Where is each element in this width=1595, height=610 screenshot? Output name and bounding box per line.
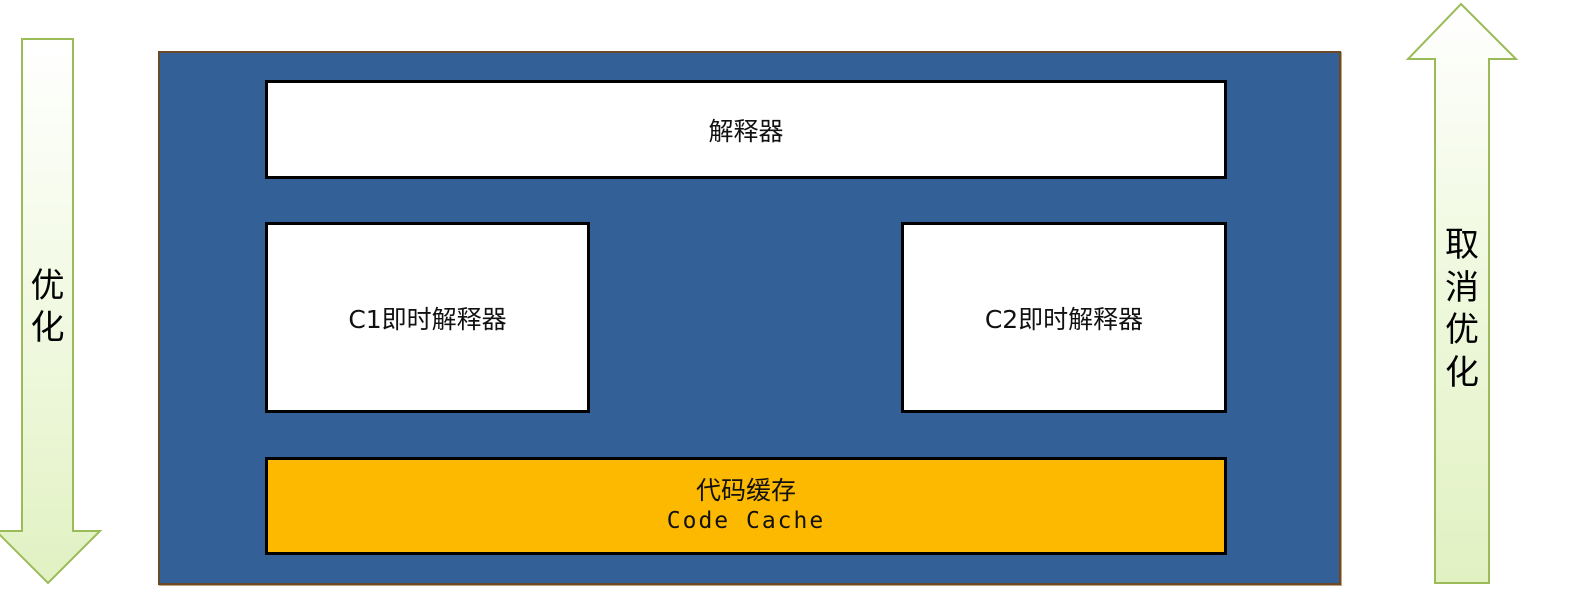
deoptimize-label-char: 优 [1445, 310, 1479, 350]
deoptimize-arrow: 取 消 优 化 [1404, 2, 1520, 586]
code-cache-box: 代码缓存 Code Cache [265, 457, 1227, 555]
code-cache-label-en: Code Cache [666, 508, 826, 535]
c2-jit-box: C2即时解释器 [901, 222, 1227, 413]
interpreter-label: 解释器 [708, 116, 784, 146]
deoptimize-label-char: 消 [1445, 267, 1479, 308]
deoptimize-label-char: 化 [1445, 352, 1479, 393]
optimize-arrow: 优 化 [0, 37, 103, 587]
down-arrow-icon [0, 38, 103, 585]
code-cache-label-zh: 代码缓存 [695, 475, 796, 505]
c1-jit-box: C1即时解释器 [265, 222, 590, 413]
jvm-execution-engine-frame: 解释器 C1即时解释器 C2即时解释器 代码缓存 Code Cache [158, 51, 1341, 585]
deoptimize-label-char: 取 [1445, 225, 1479, 265]
up-arrow-icon [1405, 2, 1519, 584]
deoptimize-label: 取 消 优 化 [1435, 224, 1489, 394]
optimize-label: 优 化 [22, 252, 73, 362]
c2-jit-label: C2即时解释器 [984, 304, 1144, 334]
c1-jit-label: C1即时解释器 [348, 304, 507, 334]
interpreter-box: 解释器 [265, 80, 1227, 179]
optimize-label-char: 化 [30, 308, 65, 348]
optimize-label-char: 优 [30, 265, 65, 306]
